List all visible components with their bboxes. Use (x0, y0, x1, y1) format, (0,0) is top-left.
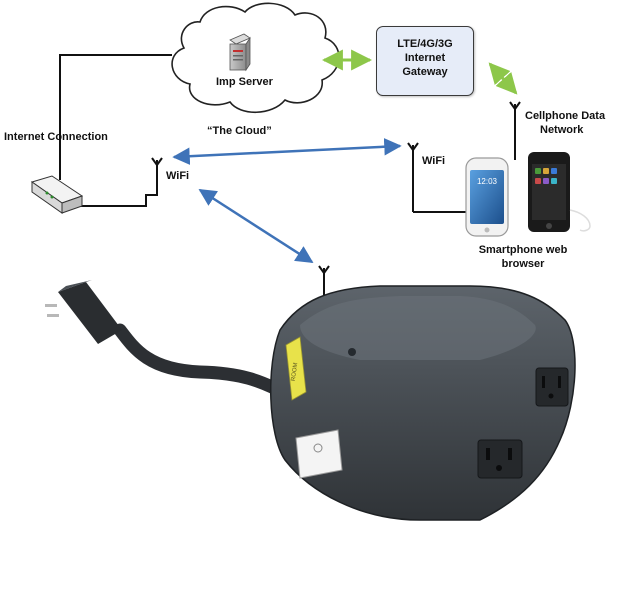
device-stripe-label: ROOM (291, 362, 300, 381)
wifi-router-device-link-arrow (198, 188, 314, 264)
gateway-label-line2: Internet (404, 52, 446, 64)
smartphone-icon (528, 152, 591, 232)
outlet-socket (535, 367, 569, 407)
gateway-box (376, 26, 474, 96)
internet-connection-label: Internet Connection (4, 131, 108, 143)
antenna-icon (151, 157, 163, 178)
smartphone-icon: 12:03 (465, 157, 509, 237)
wifi-label-right: WiFi (422, 155, 446, 167)
gateway-cellphone-link-arrow (488, 62, 518, 95)
imp-server-label: Imp Server (216, 76, 273, 88)
antenna-icon (509, 101, 521, 160)
router-icon (30, 175, 84, 214)
cellphone-network-label-line2: Network (540, 124, 584, 136)
smartphone-label-line1: Smartphone web (478, 244, 568, 256)
cloud-icon (171, 2, 340, 113)
gateway-label-line1: LTE/4G/3G (397, 38, 453, 50)
outlet-socket (477, 439, 523, 479)
cellphone-network-label-line1: Cellphone Data (525, 110, 606, 122)
cloud-label: “The Cloud” (207, 125, 272, 137)
smart-outlet-device: ROOM (45, 280, 576, 521)
phone-time: 12:03 (477, 177, 498, 186)
antenna-icon (407, 142, 467, 213)
server-icon (229, 33, 251, 72)
smartphone-label-line2: browser (501, 258, 545, 270)
wifi-router-phone-link-arrow (172, 138, 402, 165)
wifi-label-left: WiFi (166, 170, 190, 182)
gateway-label-line3: Gateway (402, 66, 448, 78)
